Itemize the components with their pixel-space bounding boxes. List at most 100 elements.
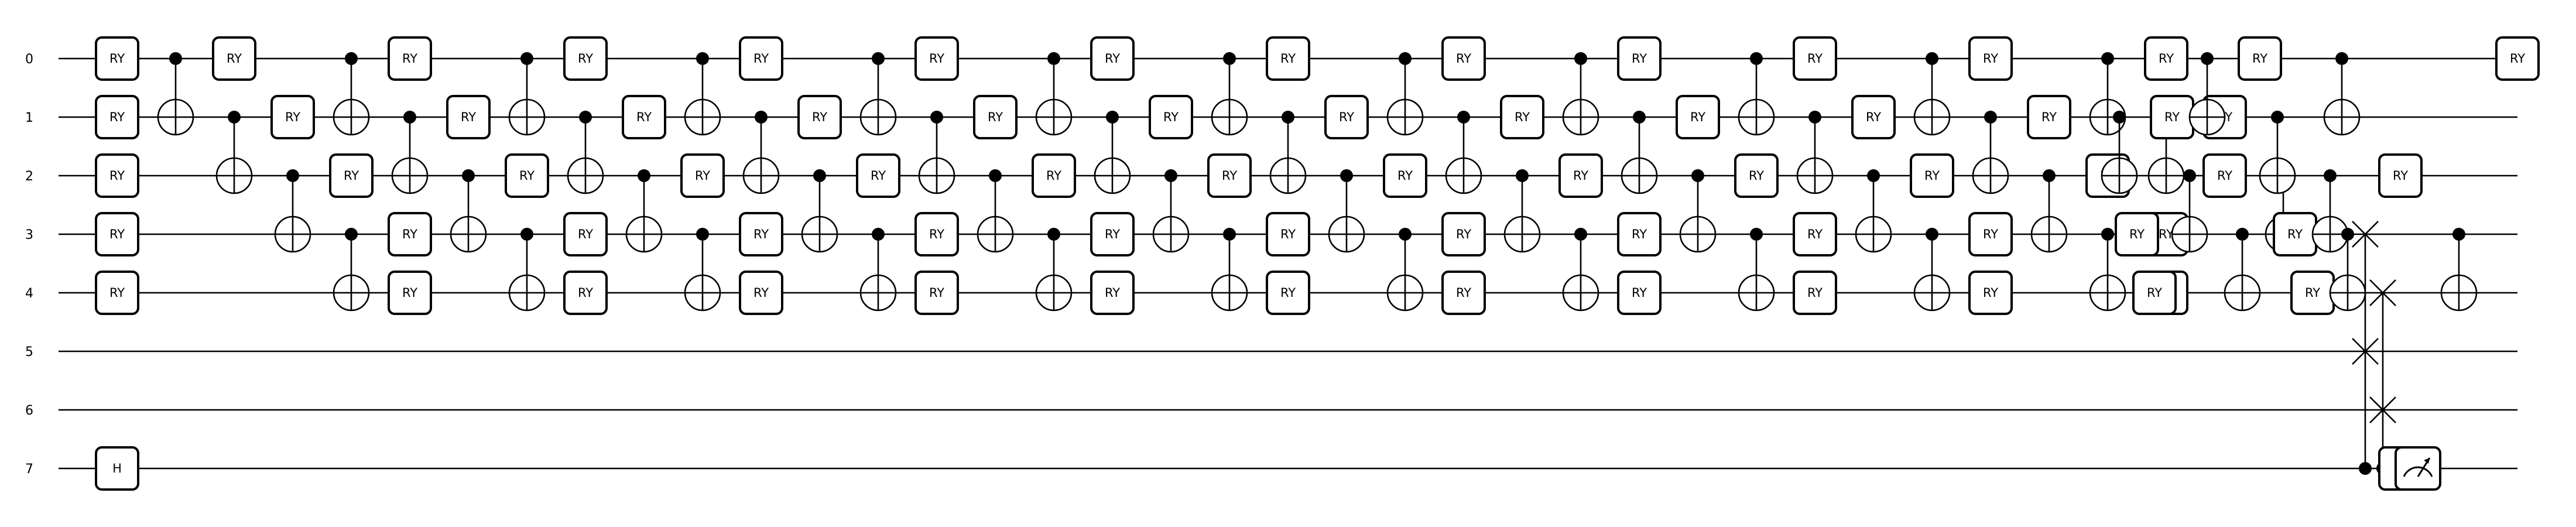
ry-gate: RY xyxy=(2290,271,2335,315)
cnot-gate xyxy=(625,169,663,253)
cnot-gate xyxy=(2311,169,2349,253)
gate-label: H xyxy=(112,461,122,475)
control-dot xyxy=(1223,228,1236,241)
swap-cross-b-0 xyxy=(2352,221,2379,248)
cnot-gate xyxy=(1738,228,1775,312)
control-dot xyxy=(1808,111,1821,124)
cnot-gate xyxy=(215,111,253,194)
cnot-gate xyxy=(2089,228,2126,312)
cnot-gate xyxy=(1503,169,1541,253)
control-dot xyxy=(755,111,768,124)
gate-label: RY xyxy=(753,286,769,300)
cnot-gate xyxy=(567,111,604,194)
control-dot xyxy=(520,52,533,65)
control-dot xyxy=(696,52,709,65)
measure-box xyxy=(2395,446,2441,491)
qubit-label-6: 6 xyxy=(25,403,33,418)
ry-gate: RY xyxy=(95,95,139,139)
cnot-gate xyxy=(918,111,955,194)
ry-gate: RY xyxy=(1383,153,1427,198)
ry-gate: RY xyxy=(1617,271,1662,315)
gate-label: RY xyxy=(2393,169,2408,183)
ry-gate: RY xyxy=(95,271,139,315)
gate-box xyxy=(1968,36,2013,81)
ry-gate: RY xyxy=(505,153,549,198)
control-dot xyxy=(2101,228,2114,241)
gate-label: RY xyxy=(636,110,652,124)
cnot-gate xyxy=(1679,169,1717,253)
ry-gate: RY xyxy=(2238,36,2282,81)
control-dot xyxy=(1047,228,1060,241)
cnot-gate xyxy=(1796,111,1834,194)
ry-gate: RY xyxy=(2273,212,2317,256)
ry-gate: RY xyxy=(797,95,842,139)
gate-label: RY xyxy=(578,227,593,241)
cnot-gate xyxy=(684,228,721,312)
ry-gate: RY xyxy=(1032,153,1076,198)
qubit-label-7: 7 xyxy=(25,462,33,477)
control-dot xyxy=(1223,52,1236,65)
cnot-gate xyxy=(1562,228,1599,312)
gate-box xyxy=(914,36,959,81)
gate-box xyxy=(95,446,139,491)
ry-gate: RY xyxy=(1734,153,1779,198)
gate-label: RY xyxy=(929,286,944,300)
gate-label: RY xyxy=(578,286,593,300)
gate-label: RY xyxy=(2129,227,2145,241)
control-dot xyxy=(1926,52,1938,65)
gate-label: RY xyxy=(1807,227,1823,241)
gate-label: RY xyxy=(2147,286,2162,300)
ry-gate: RY xyxy=(856,153,900,198)
gate-box xyxy=(2202,153,2247,198)
control-dot xyxy=(1106,111,1119,124)
gate-label: RY xyxy=(1105,52,1120,66)
cnot-gate xyxy=(977,169,1014,253)
gate-label: RY xyxy=(1983,227,1998,241)
control-dot xyxy=(1750,228,1763,241)
cnot-gate xyxy=(2224,228,2261,312)
qubit-label-2: 2 xyxy=(25,169,33,184)
qubit-label-1: 1 xyxy=(25,111,33,125)
cnot-gate xyxy=(2323,52,2361,136)
cnot-gate xyxy=(742,111,780,194)
control-dot xyxy=(2113,111,2126,124)
gate-label: RY xyxy=(1105,286,1120,300)
gate-box xyxy=(1617,36,1662,81)
control-dot xyxy=(1457,111,1470,124)
control-dot xyxy=(2043,169,2056,182)
gate-label: RY xyxy=(1339,110,1354,124)
gate-label: RY xyxy=(2510,52,2525,66)
gate-box xyxy=(914,271,959,315)
cswap-gate xyxy=(2369,279,2396,475)
control-dot xyxy=(872,228,885,241)
ry-gate: RY xyxy=(739,271,783,315)
gate-label: RY xyxy=(1456,52,1471,66)
ry-gate: RY xyxy=(1851,95,1896,139)
cswap-gate xyxy=(2352,221,2379,475)
gate-box xyxy=(797,95,842,139)
ry-gate: RY xyxy=(1793,271,1837,315)
gate-box xyxy=(1676,95,1720,139)
qubit-label-0: 0 xyxy=(25,52,33,67)
control-dot xyxy=(1750,52,1763,65)
gate-label: RY xyxy=(2159,52,2174,66)
control-dot xyxy=(1516,169,1529,182)
gate-box xyxy=(2495,36,2540,81)
ry-gate: RY xyxy=(2144,36,2188,81)
ry-gate: RY xyxy=(212,36,256,81)
cnot-gate xyxy=(1913,52,1951,136)
ry-gate: RY xyxy=(1617,212,1662,256)
gates: RY RY RY RY RY H RY RY RY RY RY RY RY RY RY RY RY RY RY RY R… xyxy=(95,36,2540,491)
cnot-gate xyxy=(1386,52,1424,136)
gate-label: RY xyxy=(1105,227,1120,241)
control-dot xyxy=(2201,52,2214,65)
ry-gate: RY xyxy=(1968,36,2013,81)
ry-gate: RY xyxy=(914,271,959,315)
gate-box xyxy=(1383,153,1427,198)
gate-box xyxy=(2115,212,2159,256)
ry-gate: RY xyxy=(1266,36,1310,81)
control-dot xyxy=(579,111,592,124)
ry-gate: RY xyxy=(739,36,783,81)
gate-box xyxy=(1090,212,1135,256)
